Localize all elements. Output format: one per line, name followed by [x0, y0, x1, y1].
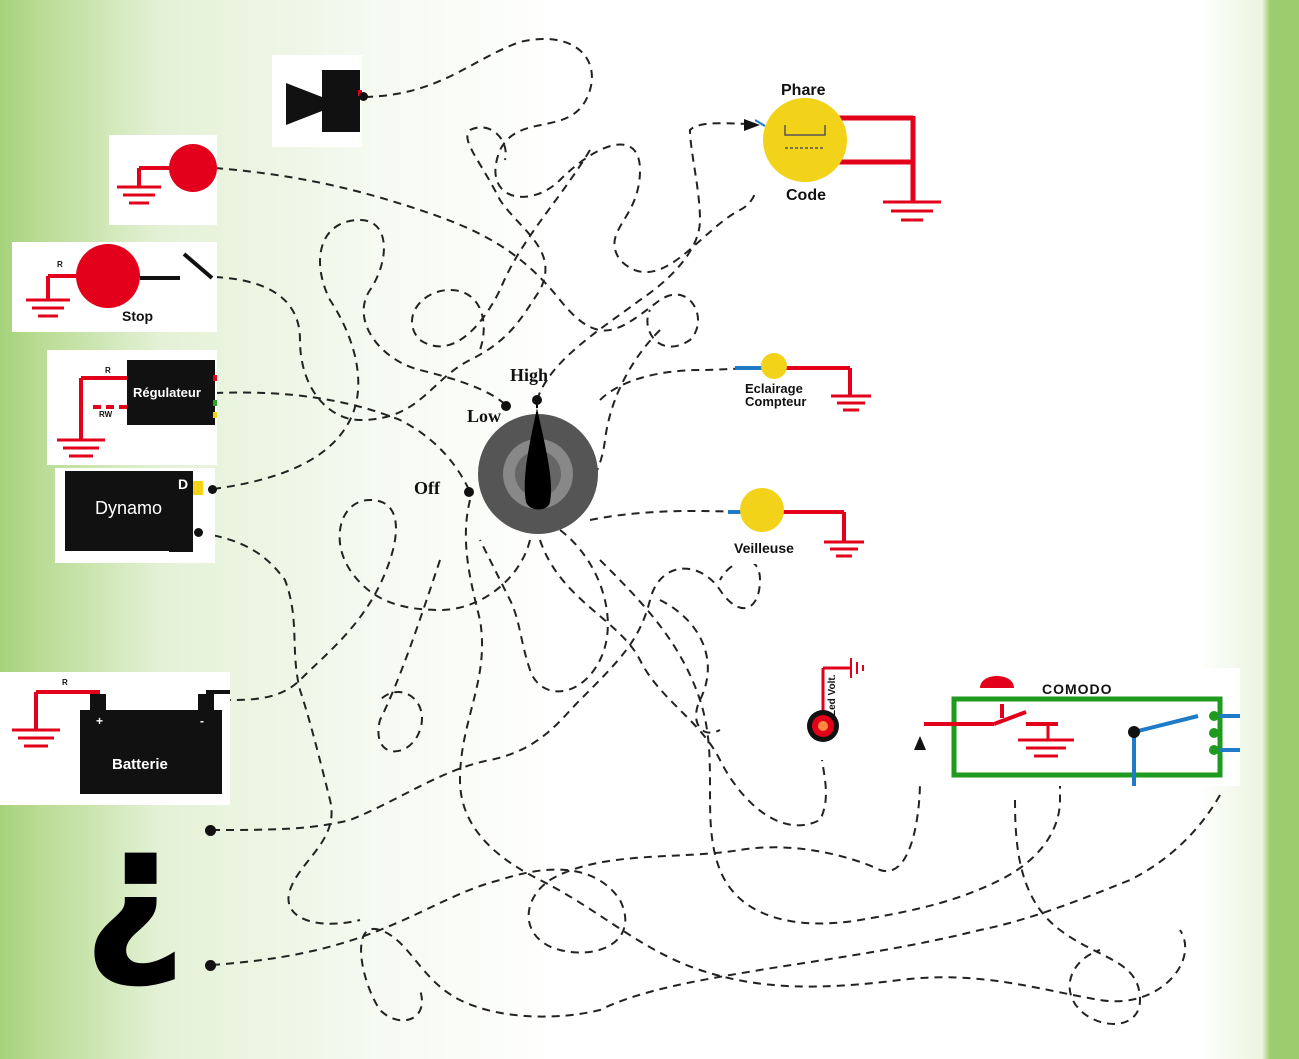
headlight-code-label: Code	[786, 187, 826, 204]
switch-terminal-low[interactable]	[501, 401, 511, 411]
stop-label: Stop	[122, 308, 154, 324]
dash-light-label-1: Eclairage	[745, 381, 803, 396]
comodo-card: COMODO	[918, 668, 1240, 786]
maze-path	[589, 509, 741, 521]
maze-path	[479, 529, 609, 693]
maze-path	[214, 126, 547, 422]
headlight-arrow-icon	[744, 119, 760, 131]
maze-path	[212, 218, 508, 490]
regulator-pole-r-label: R	[105, 366, 111, 375]
maze-path	[539, 539, 827, 827]
maze-path	[536, 122, 756, 401]
led-icon	[807, 658, 864, 742]
headlight-card: Phare Code	[754, 80, 945, 230]
regulator-label: Régulateur	[133, 385, 201, 400]
comodo-arrow-icon	[914, 736, 926, 750]
dynamo-icon	[65, 471, 203, 552]
battery-card: R + - Batterie	[0, 672, 230, 805]
maze-path	[360, 794, 1221, 1022]
stop-switch-icon	[26, 244, 214, 318]
stop-switch-card: R Stop	[12, 242, 217, 332]
stop-pole-label: R	[57, 260, 63, 269]
regulator-card: R RW Régulateur	[47, 350, 217, 465]
battery-icon	[12, 690, 230, 794]
battery-pole-label: R	[62, 678, 68, 687]
ground-red-lamp-icon	[117, 144, 217, 205]
switch-high-label: High	[510, 365, 549, 385]
maze-path	[458, 499, 1187, 1003]
maze-path	[214, 391, 471, 493]
mystery-terminal-top[interactable]	[205, 825, 216, 836]
maze-path	[199, 532, 361, 925]
horn-icon	[286, 70, 362, 132]
maze-path	[211, 560, 762, 831]
switch-terminal-off[interactable]	[464, 487, 474, 497]
battery-minus-label: -	[200, 714, 204, 728]
headlight-phare-label: Phare	[781, 82, 826, 99]
dash-light-icon	[735, 353, 871, 412]
switch-off-label: Off	[414, 478, 440, 498]
headlight-icon	[754, 98, 941, 222]
dynamo-card: Dynamo D	[55, 468, 215, 563]
dynamo-terminal-d[interactable]	[208, 485, 217, 494]
stop-lamp-card	[109, 135, 217, 225]
pilot-light-card: Veilleuse	[728, 484, 868, 564]
battery-label: Batterie	[112, 756, 168, 773]
comodo-icon	[924, 676, 1240, 786]
maze-path	[364, 37, 759, 274]
led-card: Led Volt.	[795, 652, 870, 752]
mystery-question-mark: ¿	[82, 785, 187, 994]
dynamo-terminal-2[interactable]	[194, 528, 203, 537]
dynamo-terminal-label: D	[178, 476, 189, 492]
maze-path	[214, 167, 700, 348]
led-label: Led Volt.	[827, 674, 838, 716]
pilot-light-icon	[728, 488, 864, 558]
switch-terminal-high[interactable]	[532, 395, 542, 405]
horn-card	[272, 55, 362, 147]
maze-path	[211, 735, 922, 966]
maze-path	[229, 498, 531, 701]
switch-low-label: Low	[467, 406, 502, 426]
maze-path	[410, 149, 591, 351]
maze-path	[659, 599, 721, 734]
dash-light-card: Eclairage Compteur	[735, 348, 875, 420]
dash-light-label-2: Compteur	[745, 394, 807, 409]
maze-path	[1014, 799, 1142, 1025]
battery-plus-label: +	[96, 714, 104, 728]
maze-path	[377, 559, 441, 753]
dynamo-label: Dynamo	[95, 498, 163, 518]
regulator-pole-rw-label: RW	[99, 410, 113, 419]
ignition-switch-icon	[478, 398, 598, 546]
pilot-light-label: Veilleuse	[734, 540, 794, 556]
mystery-terminal-bottom[interactable]	[205, 960, 216, 971]
regulator-icon	[57, 360, 217, 458]
comodo-label: COMODO	[1042, 681, 1113, 697]
maze-path	[599, 559, 1061, 925]
horn-terminal[interactable]	[359, 92, 368, 101]
